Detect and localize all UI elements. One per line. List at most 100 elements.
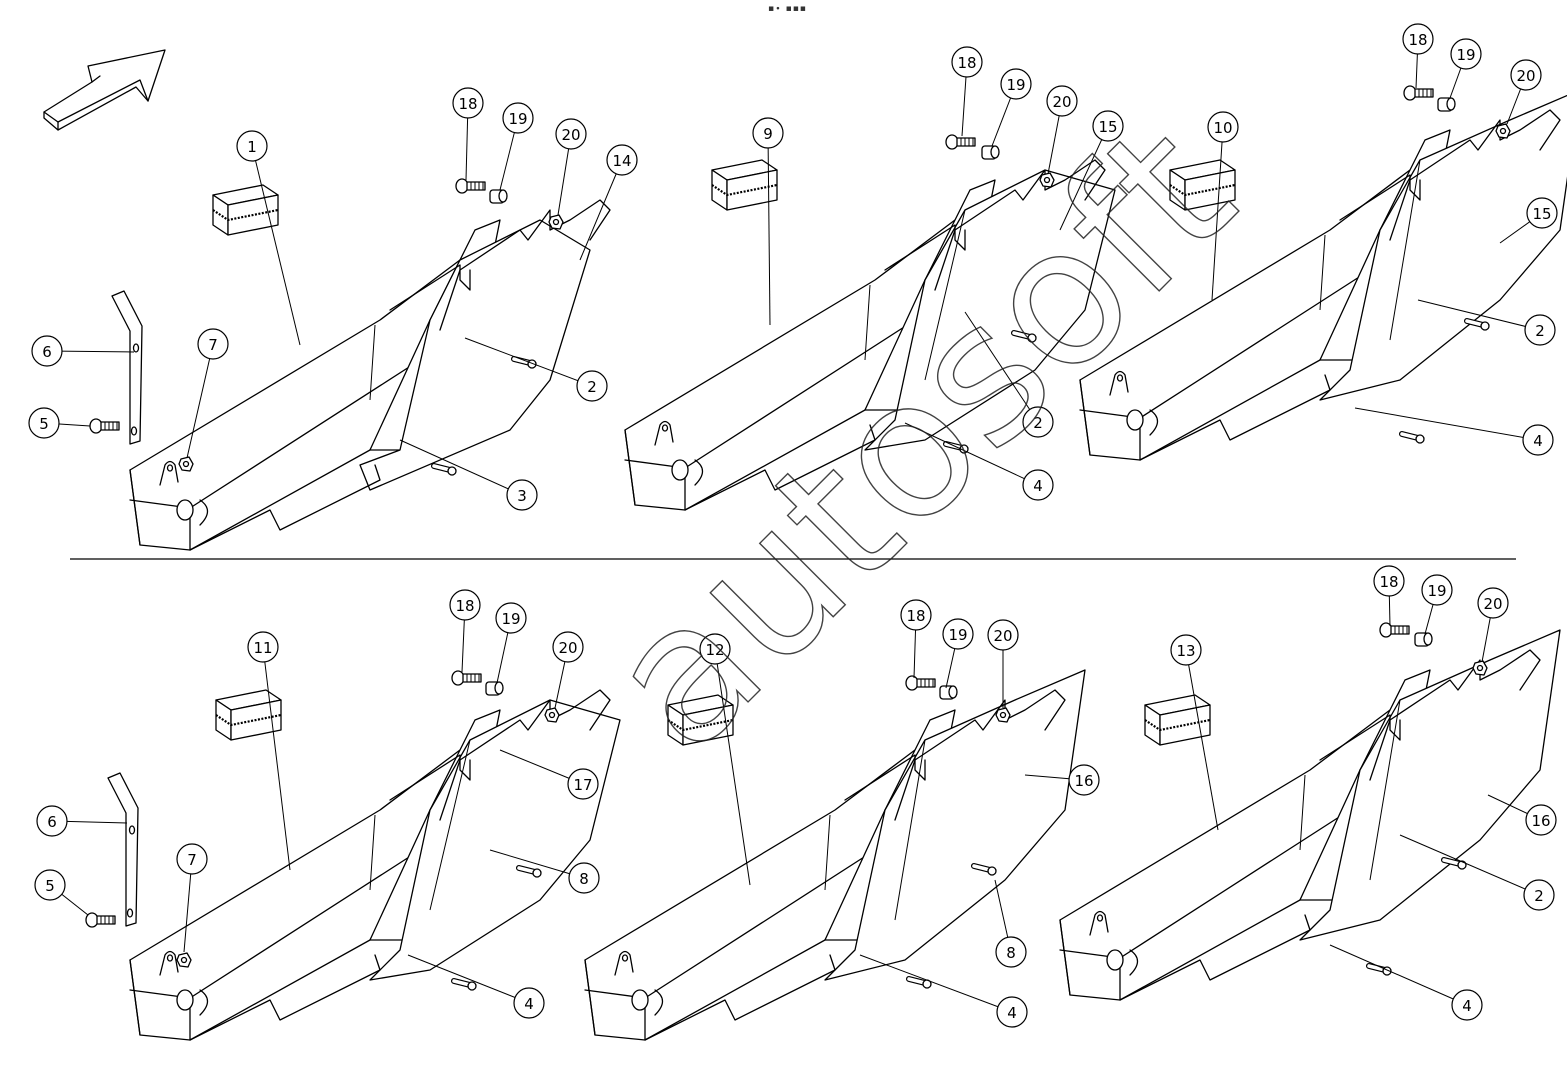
svg-text:8: 8 bbox=[1006, 944, 1016, 962]
callout-nut: 7 bbox=[186, 328, 229, 459]
shank-assembly-12 bbox=[584, 669, 1086, 1041]
bushing-19-b bbox=[981, 145, 1000, 160]
nut-7-a bbox=[178, 456, 194, 472]
bolt-18-f bbox=[1379, 622, 1410, 638]
callout-bushing: 19 bbox=[1449, 38, 1482, 99]
nut-20-e bbox=[995, 707, 1011, 723]
callout-pad: 9 bbox=[752, 117, 784, 326]
svg-text:11: 11 bbox=[253, 639, 272, 657]
svg-text:16: 16 bbox=[1531, 812, 1550, 830]
callout-bushing: 19 bbox=[495, 602, 527, 684]
pin-4-c bbox=[1399, 431, 1425, 444]
svg-text:5: 5 bbox=[39, 415, 49, 433]
callout-nut: 20 bbox=[987, 619, 1019, 708]
svg-text:18: 18 bbox=[1408, 31, 1427, 49]
header-mark: ▪∙ ▪▪▪ bbox=[768, 4, 807, 14]
callout-guard: 17 bbox=[499, 749, 599, 800]
callout-nut: 20 bbox=[552, 631, 584, 709]
bolt-18-c bbox=[1403, 85, 1434, 101]
nut-20-d bbox=[544, 707, 560, 723]
wear-pad-11 bbox=[215, 689, 282, 741]
svg-text:1: 1 bbox=[247, 138, 257, 156]
callout-bolt: 18 bbox=[1402, 23, 1434, 89]
callout-bolt: 18 bbox=[900, 599, 932, 679]
callout-bolt: 18 bbox=[449, 589, 481, 673]
svg-text:15: 15 bbox=[1532, 205, 1551, 223]
callout-pin: 4 bbox=[904, 422, 1054, 501]
callout-bolt: 18 bbox=[1373, 565, 1405, 627]
callout-nut: 20 bbox=[1477, 587, 1509, 663]
pin-2-f bbox=[1441, 857, 1467, 870]
pin-2-a bbox=[511, 356, 537, 369]
wear-pad-12 bbox=[667, 694, 734, 746]
svg-text:9: 9 bbox=[763, 125, 773, 143]
svg-text:4: 4 bbox=[1033, 477, 1043, 495]
svg-text:20: 20 bbox=[1516, 67, 1535, 85]
svg-text:19: 19 bbox=[1006, 76, 1025, 94]
svg-text:19: 19 bbox=[948, 626, 967, 644]
callout-guard: 15 bbox=[1499, 197, 1558, 244]
latch-plate-6-a bbox=[111, 290, 143, 445]
callout-pin: 8 bbox=[489, 849, 600, 894]
nut-20-c bbox=[1495, 123, 1511, 139]
nut-20-f bbox=[1472, 660, 1488, 676]
callout-pad: 1 bbox=[236, 130, 301, 346]
svg-text:2: 2 bbox=[1033, 414, 1043, 432]
svg-text:13: 13 bbox=[1176, 642, 1195, 660]
pin-3-a bbox=[431, 463, 457, 476]
callout-pin: 8 bbox=[994, 879, 1027, 968]
callout-guard: 16 bbox=[1024, 764, 1100, 796]
bolt-18-a bbox=[455, 178, 486, 194]
bolt-18-e bbox=[905, 675, 936, 691]
svg-text:7: 7 bbox=[187, 851, 197, 869]
callout-nut: 20 bbox=[555, 118, 587, 216]
svg-text:18: 18 bbox=[1379, 573, 1398, 591]
callout-nut: 20 bbox=[1506, 59, 1542, 125]
svg-text:12: 12 bbox=[705, 641, 724, 659]
callout-pin: 2 bbox=[1417, 299, 1556, 346]
bolt-5-d bbox=[85, 912, 116, 928]
pin-4-e bbox=[906, 976, 932, 989]
svg-text:5: 5 bbox=[45, 877, 55, 895]
svg-text:4: 4 bbox=[1007, 1004, 1017, 1022]
callout-pad: 13 bbox=[1170, 634, 1219, 831]
svg-text:3: 3 bbox=[517, 487, 527, 505]
nut-20-b bbox=[1039, 172, 1055, 188]
callout-guard: 15 bbox=[1059, 110, 1124, 231]
svg-text:18: 18 bbox=[458, 95, 477, 113]
callout-bolt: 18 bbox=[951, 46, 983, 137]
callout-guard: 14 bbox=[579, 144, 638, 261]
svg-text:18: 18 bbox=[906, 607, 925, 625]
bushing-19-a bbox=[489, 189, 508, 204]
svg-text:2: 2 bbox=[587, 378, 597, 396]
callout-pin: 4 bbox=[1354, 407, 1554, 456]
bolt-18-d bbox=[451, 670, 482, 686]
shank-assembly-9 bbox=[624, 159, 1116, 511]
svg-text:20: 20 bbox=[1483, 595, 1502, 613]
svg-text:19: 19 bbox=[501, 610, 520, 628]
wear-pad-9 bbox=[711, 159, 778, 211]
callout-pin: 2 bbox=[964, 311, 1054, 438]
callout-pin: 2 bbox=[1399, 834, 1555, 911]
wear-pad-1 bbox=[212, 184, 279, 236]
callout-pin: 4 bbox=[859, 954, 1028, 1028]
callout-pin: 4 bbox=[1329, 944, 1483, 1021]
callout-bolt: 18 bbox=[452, 87, 484, 181]
bushing-19-f bbox=[1414, 632, 1433, 647]
shank-assembly-13 bbox=[1059, 629, 1561, 1001]
bolt-5-a bbox=[89, 418, 120, 434]
svg-text:16: 16 bbox=[1074, 772, 1093, 790]
callout-nut: 20 bbox=[1046, 85, 1078, 175]
wear-pad-13 bbox=[1144, 694, 1211, 746]
svg-text:6: 6 bbox=[47, 813, 57, 831]
callout-pin: 2 bbox=[464, 337, 608, 402]
svg-text:20: 20 bbox=[561, 126, 580, 144]
latch-plate-6-d bbox=[107, 772, 139, 927]
callout-bushing: 19 bbox=[499, 102, 534, 191]
pin-2-c bbox=[1464, 318, 1490, 331]
callout-pad: 11 bbox=[247, 631, 291, 871]
callout-pin: 3 bbox=[399, 439, 538, 511]
callout-pad: 10 bbox=[1207, 111, 1239, 301]
callout-pin: 4 bbox=[407, 954, 545, 1019]
callout-latch: 6 bbox=[31, 335, 135, 367]
